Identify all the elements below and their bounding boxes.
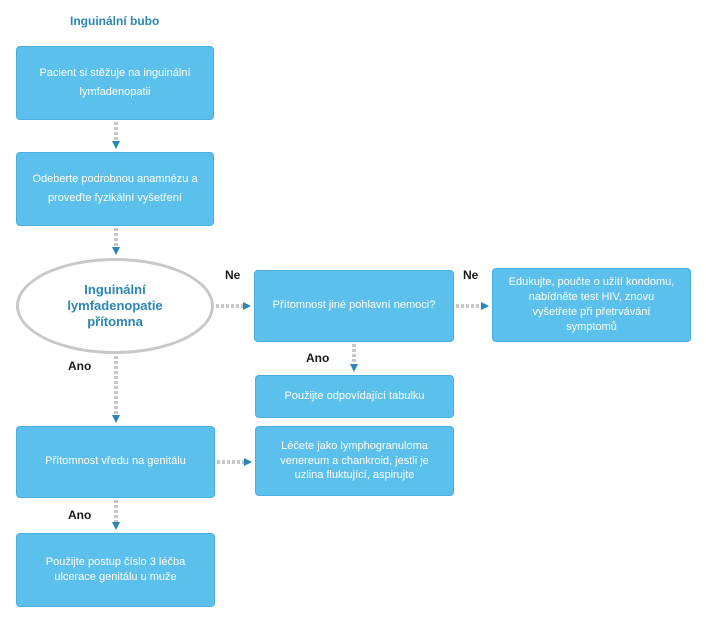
node-ulcer-protocol: Použijte postup číslo 3 léčba ulcerace g… bbox=[16, 533, 215, 607]
node-educate: Edukujte, poučte o užití kondomu, nabídn… bbox=[492, 268, 691, 342]
label-yes-2: Ano bbox=[68, 359, 92, 373]
node-other-std: Přítomnost jiné pohlavní nemoci? bbox=[254, 270, 454, 342]
diagram-title: Inguinální bubo bbox=[70, 14, 160, 28]
label-no-2: Ne bbox=[463, 268, 479, 282]
label-yes-3: Ano bbox=[68, 508, 92, 522]
node-start: Pacient si stěžuje na inguinální lymfade… bbox=[16, 46, 214, 120]
label-yes-1: Ano bbox=[306, 351, 330, 365]
node-decision: Inguinální lymfadenopatie přítomna bbox=[16, 258, 214, 354]
node-use-table: Použijte odpovídající tabulku bbox=[255, 375, 454, 418]
node-treat-lgv: Léčete jako lymphogranuloma venereum a c… bbox=[255, 426, 454, 496]
label-no-1: Ne bbox=[225, 268, 241, 282]
node-history: Odeberte podrobnou anamnézu a proveďte f… bbox=[16, 152, 214, 226]
node-ulcer: Přítomnost vředu na genitálu bbox=[16, 426, 215, 498]
